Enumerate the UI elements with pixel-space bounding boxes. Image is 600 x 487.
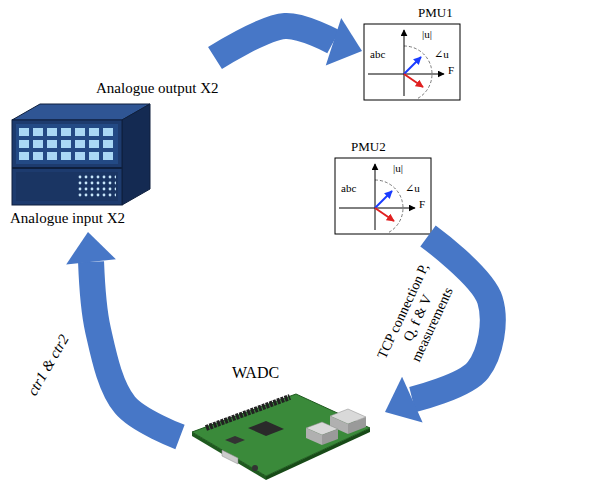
- audio-jack: [252, 465, 258, 471]
- plot-frame: [364, 24, 460, 100]
- rack-lower-panel: [16, 172, 118, 201]
- flow-arrow: [66, 232, 180, 437]
- node-label: WADC: [232, 364, 279, 382]
- arrow-head: [326, 18, 362, 66]
- instrument-rack: [12, 104, 150, 205]
- plot-arc: [375, 180, 403, 232]
- phasor-plot: [364, 24, 460, 100]
- arrow-body: [215, 26, 333, 58]
- arrow-head: [385, 377, 423, 423]
- gpio-header: [206, 397, 290, 428]
- arrow-label: TCP connection P, Q, f & V measurements: [374, 261, 461, 376]
- rack-front: [12, 120, 122, 205]
- hdmi-port: [222, 450, 238, 464]
- plot-arc: [404, 46, 432, 98]
- pmu-node: PMU2 |u| abc ∠uF: [333, 140, 433, 236]
- phasor-red: [375, 208, 394, 221]
- small-chip: [225, 436, 245, 444]
- node-label: |u|: [393, 162, 403, 175]
- usb-face: [306, 428, 322, 445]
- node-label: PMU1: [418, 6, 453, 21]
- soc-chip: [248, 421, 284, 436]
- board: [192, 394, 370, 476]
- node-label: F: [448, 64, 454, 77]
- flow-arrow: [215, 18, 362, 66]
- node-label: PMU2: [351, 140, 386, 155]
- pmu-node: PMU1 |u| abc ∠uF: [362, 6, 462, 102]
- node-label: Analogue input X2: [10, 210, 125, 227]
- instrument-node: Analogue output X2 Analogue input X2: [8, 58, 258, 232]
- node-label: ∠u: [405, 182, 420, 195]
- phasor-blue: [375, 191, 392, 208]
- controller-node: WADC: [180, 362, 385, 484]
- plot-axis: [404, 30, 405, 96]
- rack-keys: [19, 128, 113, 160]
- phasor-plot: [335, 158, 431, 234]
- rack-panel: [16, 124, 118, 164]
- plot-frame: [335, 158, 431, 234]
- arrow-body: [91, 262, 180, 437]
- node-label: Analogue output X2: [96, 80, 218, 97]
- usb-face: [322, 429, 338, 445]
- rack-ports: [78, 175, 116, 199]
- plot-axis: [375, 164, 376, 230]
- arrow-label: ctr1 & ctr2: [24, 332, 72, 398]
- arrow-head: [66, 232, 116, 264]
- node-label: F: [419, 198, 425, 211]
- ethernet-face: [348, 417, 366, 434]
- node-label: abc: [341, 182, 356, 195]
- phasor-red: [404, 74, 423, 87]
- node-label: abc: [370, 48, 385, 61]
- node-label: ∠u: [434, 48, 449, 61]
- rack-divider: [12, 167, 122, 169]
- node-label: |u|: [422, 28, 432, 41]
- controller-board: [192, 394, 370, 480]
- rack-side: [122, 104, 150, 205]
- phasor-blue: [404, 57, 421, 74]
